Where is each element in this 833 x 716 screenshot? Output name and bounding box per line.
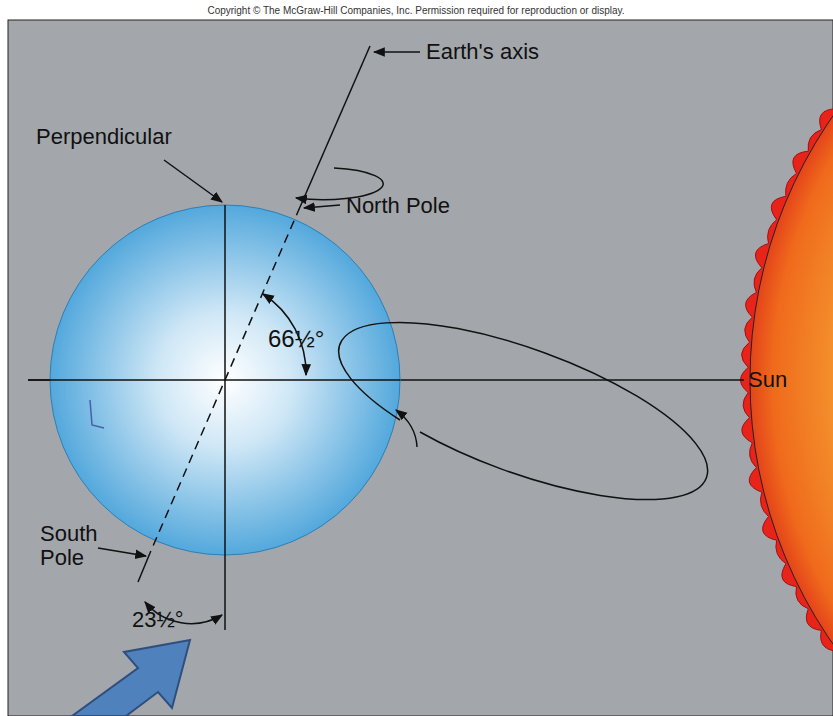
equator-plane-line xyxy=(28,379,400,381)
pole-label: South Pole xyxy=(40,522,102,570)
perpendicular-line xyxy=(224,205,226,630)
perpendicular-label: Perpendicular xyxy=(36,125,172,149)
earth-axis-lower xyxy=(138,553,150,582)
pole-label: North Pole xyxy=(346,194,450,218)
earth-axis-upper xyxy=(300,46,370,207)
south-pole-leader xyxy=(98,548,146,556)
sun-disc xyxy=(750,0,833,716)
axis-label: Earth's axis xyxy=(426,40,539,64)
orbital-plane-line xyxy=(28,379,744,381)
sun-label: Sun xyxy=(748,368,787,392)
background-panel xyxy=(8,20,833,716)
orbit-ring xyxy=(339,322,708,499)
angle-label: 23½° xyxy=(132,608,184,632)
north-pole-leader xyxy=(304,205,340,208)
pointer-arrow xyxy=(72,640,190,716)
copyright-notice: Copyright © The McGraw-Hill Companies, I… xyxy=(207,5,624,16)
perpendicular-leader xyxy=(164,160,222,202)
earth-axis-dashed xyxy=(150,207,300,553)
angle-label: 66½° xyxy=(268,326,324,352)
axis-leader xyxy=(374,51,420,53)
right-angle-mark xyxy=(90,400,104,428)
orbit-arrow xyxy=(396,410,417,447)
